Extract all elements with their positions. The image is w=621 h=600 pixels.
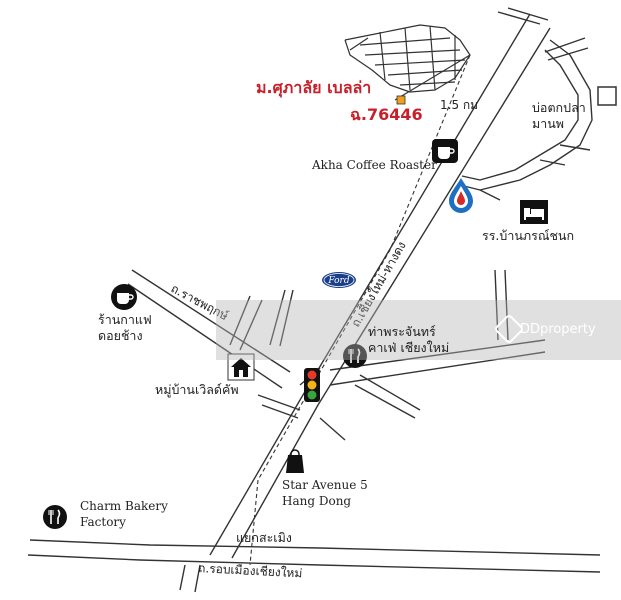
road-label-ring: ถ.รอบเมืองเชียงใหม่ <box>198 561 303 580</box>
road-pond-loop <box>459 39 593 201</box>
coffee-cup-icon <box>432 139 458 163</box>
landmark-akha: Akha Coffee Roaster <box>312 158 437 172</box>
railway-dashed <box>249 54 471 566</box>
bed-icon <box>520 200 548 224</box>
landmark-intersection: แยกสะเมิง <box>236 530 292 545</box>
road-top-fork <box>497 11 541 25</box>
landmark-hotel: รร.บ้านภรณ์ชนก <box>482 228 575 243</box>
road-ring <box>27 539 601 593</box>
road-ratchaphruek <box>127 269 291 389</box>
house-icon <box>227 353 255 381</box>
cutlery-icon <box>43 505 67 529</box>
gas-station-drop-icon <box>449 178 473 213</box>
shopping-bag-icon <box>286 449 304 473</box>
traffic-light-icon <box>304 368 320 402</box>
watermark-text: DDproperty <box>520 322 596 337</box>
cutlery-icon <box>343 344 367 368</box>
coffee-cup-icon <box>111 284 137 310</box>
landmark-star-avenue: Star Avenue 5 Hang Dong <box>282 478 368 508</box>
village-grid <box>344 24 471 101</box>
project-marker <box>396 95 406 105</box>
landmark-tha-phra: ท่าพระจันทร์ คาเฟ่ เชียงใหม่ <box>368 324 450 355</box>
project-name: ม.ศุภาลัย เบลล่า <box>256 78 372 97</box>
landmark-cafe-doi: ร้านกาแฟ ดอยช้าง <box>98 312 152 343</box>
ford-logo-icon: Ford <box>322 272 356 288</box>
distance-note: 1.5 กม <box>440 98 479 112</box>
landmark-charm-bakery: Charm Bakery Factory <box>80 499 168 529</box>
landmark-village: หมู่บ้านเวิลด์คัพ <box>155 382 239 397</box>
ford-logo-text: Ford <box>327 276 349 286</box>
square-marker-icon <box>597 86 617 106</box>
landmark-pond: บ่อตกปลา มานพ <box>532 100 586 131</box>
project-road: ฉ.76446 <box>350 105 423 124</box>
watermark-band <box>216 300 621 360</box>
